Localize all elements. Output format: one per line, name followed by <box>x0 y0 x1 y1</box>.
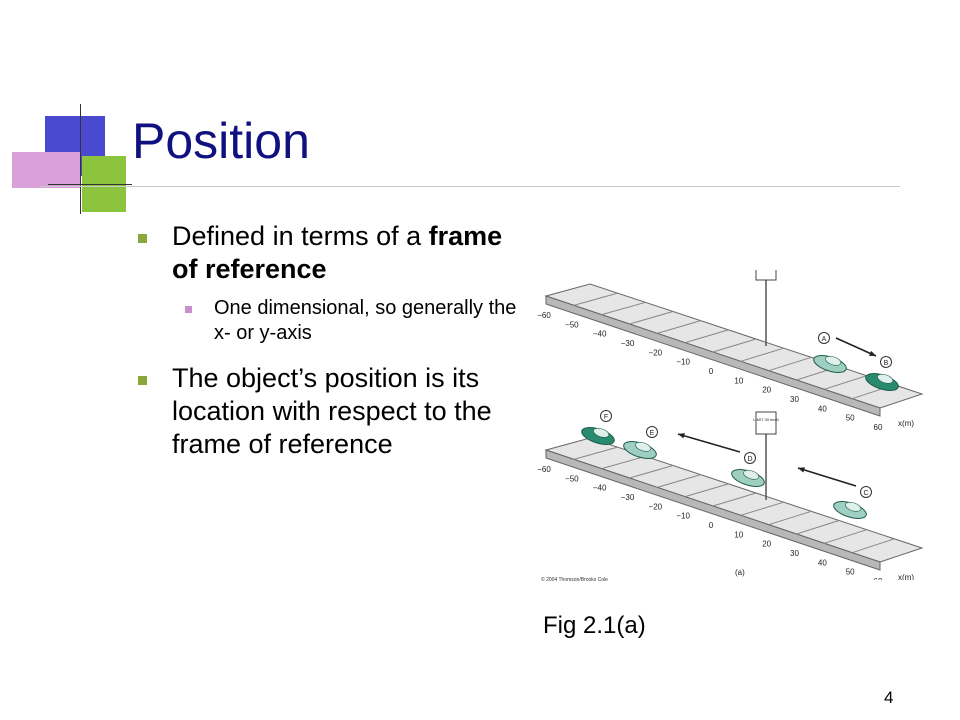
tick-label: 40 <box>818 558 827 567</box>
tick-label: 20 <box>762 386 771 395</box>
title-divider <box>40 186 900 187</box>
panel-label: (a) <box>735 568 745 577</box>
point-marker <box>646 426 658 438</box>
tick-label: −20 <box>649 502 663 511</box>
road-segment-line <box>629 465 674 479</box>
motion-arrow <box>835 337 877 357</box>
tick-label: 60 <box>874 423 883 432</box>
speed-limit-sign <box>755 270 777 281</box>
road-segment-line <box>852 538 895 554</box>
point-label: F <box>604 414 608 421</box>
title-decoration <box>12 104 132 224</box>
deco-hline <box>48 184 132 185</box>
slide-title: Position <box>132 113 310 169</box>
tick-label: −50 <box>565 474 579 483</box>
road-segment-line <box>740 501 784 516</box>
arrow-head <box>798 467 805 473</box>
tick-label: 10 <box>734 530 743 539</box>
road-segment-line <box>740 347 784 362</box>
tick-label: 0 <box>709 521 714 530</box>
speed-limit-sign <box>755 411 777 435</box>
road-segment-line <box>601 455 646 470</box>
point-marker <box>880 356 892 368</box>
axis-label: x(m) <box>898 419 914 428</box>
tick-label: 50 <box>846 414 855 423</box>
point-label: E <box>650 430 655 437</box>
point-marker <box>600 410 612 422</box>
road-segment-line <box>796 520 840 535</box>
tick-label: −30 <box>621 493 635 502</box>
road-segment-line <box>629 311 674 325</box>
bullet-marker <box>138 234 147 243</box>
tick-label: −40 <box>593 484 607 493</box>
road-segment-line <box>768 510 812 526</box>
road-segment-line <box>657 474 701 488</box>
tick-label: −10 <box>676 512 690 521</box>
car-window <box>877 373 894 384</box>
tick-label: 30 <box>790 549 799 558</box>
tick-label: 50 <box>846 568 855 577</box>
road-segment-line <box>712 492 757 507</box>
figure-car-track: −60 −50 −40 −30 −20 −10 0 10 20 30 40 50 60 x(m) LIMIT… <box>537 270 924 580</box>
tick-label: 0 <box>709 367 714 376</box>
tick-label: 20 <box>762 540 771 549</box>
figure-caption: Fig 2.1(a) <box>543 612 646 639</box>
tick-label: −20 <box>649 348 663 357</box>
point-marker <box>860 486 872 498</box>
point-label: A <box>822 336 827 343</box>
road-segment-line <box>768 356 812 372</box>
tick-label: 60 <box>874 577 883 580</box>
road-edge <box>545 449 881 571</box>
motion-arrow <box>797 467 857 487</box>
bullet-marker <box>138 376 147 385</box>
sub-bullet-one-dimensional: One dimensional, so generally the x- or … <box>138 296 518 346</box>
road-segment-line <box>601 301 646 316</box>
road-segment-line <box>573 292 618 306</box>
car-window <box>635 441 652 452</box>
tick-label: 30 <box>790 395 799 404</box>
bullet-text: Defined in terms of a <box>172 221 429 251</box>
page-number: 4 <box>884 688 894 707</box>
deco-pink-square <box>12 152 80 188</box>
tick-label: −30 <box>621 339 635 348</box>
point-label: B <box>884 360 889 367</box>
road-segment-line <box>685 483 729 498</box>
figure-credit: © 2004 Thomson/Brooks Cole <box>541 577 608 583</box>
sub-bullet-text: One dimensional, so generally the x- or … <box>214 297 517 344</box>
car-window <box>845 501 862 512</box>
road-segment-line <box>824 375 867 390</box>
car-window <box>593 427 610 438</box>
point-label: D <box>747 456 752 463</box>
tick-label: −40 <box>593 330 607 339</box>
road-segment-line <box>824 529 867 544</box>
tracks-layer: −60 −50 −40 −30 −20 −10 0 10 20 30 40 50 60 x(m) LIMIT… <box>537 270 924 580</box>
road-segment-line <box>712 338 757 353</box>
deco-vline <box>80 104 81 214</box>
sub-bullet-marker <box>185 306 192 313</box>
road-segment-line <box>657 320 701 334</box>
car-window <box>825 355 842 366</box>
bullet-frame-of-reference: Defined in terms of a frame of reference <box>138 220 518 286</box>
car-window <box>743 469 760 480</box>
tick-label: −60 <box>537 311 551 320</box>
arrow-head <box>869 350 876 356</box>
motion-arrow <box>677 433 741 453</box>
axis-label: x(m) <box>898 573 914 580</box>
bullet-object-position: The object’s position is its location wi… <box>138 362 518 461</box>
tick-label: 40 <box>818 404 827 413</box>
point-label: C <box>863 490 868 497</box>
road-segment-line <box>573 446 618 460</box>
bullet-bold-text: frame of reference <box>172 221 503 284</box>
tick-label: −60 <box>537 465 551 474</box>
point-marker <box>744 452 756 464</box>
tick-label: 10 <box>734 376 743 385</box>
tick-label: −10 <box>676 358 690 367</box>
point-marker <box>818 332 830 344</box>
sign-text: LIMIT 30 km/h <box>753 417 779 422</box>
tick-label: −50 <box>565 320 579 329</box>
bullet-text: The object’s position is its location wi… <box>172 363 492 459</box>
bullet-list: Defined in terms of a frame of reference… <box>138 220 518 479</box>
road-segment-line <box>685 329 729 344</box>
arrow-head <box>678 433 685 439</box>
